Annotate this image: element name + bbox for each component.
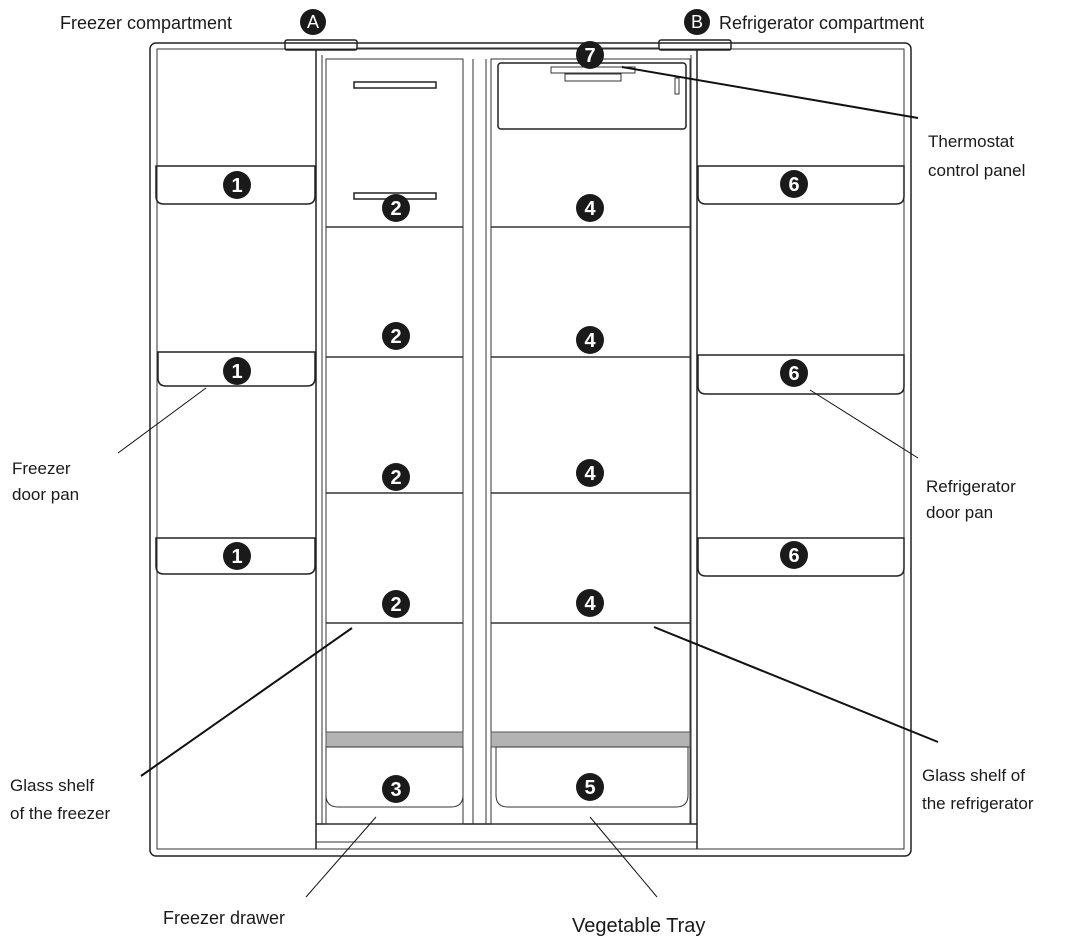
svg-text:2: 2 [390,467,401,489]
thermostat-leader [621,66,919,119]
svg-text:4: 4 [584,593,596,615]
freezer-shelf-badge-1: 2 [382,194,410,222]
refrigerator-shelf-badge-2: 4 [576,326,604,354]
refrigerator-door-pan-leader [809,389,919,459]
freezer-shelf-badge-4: 2 [382,590,410,618]
badge-a: A [300,9,326,35]
refrigerator-glass-shelf-leader [653,626,939,743]
freezer-door-pan-top: 1 [155,165,316,205]
freezer-shelf-badge-2: 2 [382,322,410,350]
refrigerator-shelf-badge-4: 4 [576,589,604,617]
freezer-glass-shelf-label-line1: Glass shelf [10,776,94,795]
refrigerator-door-pan-middle: 6 [697,354,905,395]
vegetable-tray-leader [589,816,658,898]
freezer-door-pan-label-line2: door pan [12,485,79,504]
thermostat-label-line1: Thermostat [928,132,1014,151]
refrigerator-glass-shelf-label-line2: the refrigerator [922,794,1034,813]
refrigerator-shelf-badge-3: 4 [576,459,604,487]
refrigerator-glass-shelf-label-line1: Glass shelf of [922,766,1025,785]
svg-text:2: 2 [390,594,401,616]
freezer-door-pan-middle: 1 [157,351,316,387]
svg-text:6: 6 [788,545,799,567]
refrigerator-interior: 7 4 4 4 4 5 [490,41,691,825]
refrigerator-shelf-badge-1: 4 [576,194,604,222]
vegetable-tray-label: Vegetable Tray [572,915,705,937]
freezer-interior: 2 2 2 2 3 [325,58,464,825]
freezer-drawer-leader [305,816,377,898]
vegetable-tray-rail [490,731,691,748]
svg-text:7: 7 [584,45,595,67]
freezer-compartment-label: Freezer compartment [60,13,232,33]
svg-text:4: 4 [584,198,596,220]
vegetable-tray-badge: 5 [576,773,604,801]
freezer-shelf-badge-3: 2 [382,463,410,491]
svg-text:6: 6 [788,363,799,385]
freezer-glass-shelf-leader [140,627,353,777]
refrigerator-door-pan-label-line1: Refrigerator [926,477,1016,496]
svg-text:B: B [691,12,703,32]
thermostat-label-line2: control panel [928,161,1025,180]
center-divider [472,59,487,824]
svg-text:6: 6 [788,174,799,196]
thermostat-badge: 7 [576,41,604,69]
freezer-door-pan-leader [117,387,207,454]
vegetable-tray [495,746,689,808]
freezer-drawer [325,746,464,808]
freezer-drawer-badge: 3 [382,775,410,803]
svg-text:1: 1 [231,361,242,383]
svg-text:1: 1 [231,175,242,197]
svg-text:1: 1 [231,546,242,568]
freezer-door-pan-bottom: 1 [155,537,316,575]
svg-text:2: 2 [390,326,401,348]
freezer-drawer-rail [325,731,464,748]
refrigerator-compartment-label: Refrigerator compartment [719,13,924,33]
badge-b: B [684,9,710,35]
svg-text:2: 2 [390,198,401,220]
refrigerator-door-pan-label-line2: door pan [926,503,993,522]
freezer-glass-shelf-label-line2: of the freezer [10,804,111,823]
refrigerator-door-pan-top: 6 [697,165,905,205]
refrigerator-door: 6 6 6 [690,50,905,849]
svg-text:5: 5 [584,777,595,799]
svg-text:4: 4 [584,463,596,485]
freezer-door-pan-label-line1: Freezer [12,459,71,478]
refrigerator-door-pan-bottom: 6 [697,537,905,577]
freezer-drawer-label: Freezer drawer [163,908,285,928]
svg-text:A: A [307,12,319,32]
svg-text:4: 4 [584,330,596,352]
freezer-door: 1 1 1 [155,50,323,849]
svg-text:3: 3 [390,779,401,801]
